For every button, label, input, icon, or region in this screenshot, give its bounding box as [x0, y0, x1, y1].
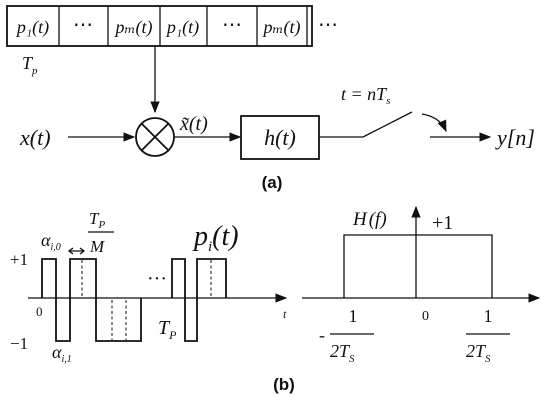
sequence-cell-5: ⋯	[222, 14, 242, 36]
output-label: y[n]	[495, 125, 535, 150]
frequency-origin-label: 0	[422, 309, 429, 324]
pulse-title: pi(t)	[192, 221, 239, 255]
chip-width-numerator: TP	[89, 209, 105, 231]
sampler-rotation-arrow	[421, 113, 447, 133]
sequence-cell-2: ⋯	[73, 14, 93, 36]
time-axis-label: t	[283, 307, 287, 321]
sampler-switch	[362, 111, 413, 138]
pulse-sequence-strip: p₁(t) ⋯ pₘ(t) p₁(t) ⋯ pₘ(t) ⋯	[6, 5, 338, 47]
input-label: x(t)	[19, 125, 51, 150]
left-cutoff-denominator: 2TS	[330, 341, 355, 365]
sequence-cell-3: pₘ(t)	[113, 17, 152, 38]
pulse-waveform	[41, 258, 227, 342]
left-cutoff-sign: -	[319, 325, 325, 345]
caption-b: (b)	[273, 375, 295, 394]
tp-label: Tp	[22, 53, 38, 77]
pulse-plot: t +1 −1 0 αi,0 αi,1 TP M ··· TP pi(t)	[10, 209, 288, 365]
filter-response-plot: H(f) +1 0 - 1 2TS 1 2TS	[302, 205, 541, 365]
plus-one-label: +1	[10, 250, 28, 269]
ideal-lowpass-response	[343, 234, 493, 298]
response-title: H(f)	[352, 209, 387, 230]
sequence-cell-1: p₁(t)	[15, 17, 49, 38]
period-label: TP	[158, 317, 177, 342]
right-cutoff-numerator: 1	[484, 306, 493, 326]
minus-one-label: −1	[10, 334, 28, 353]
caption-a: (a)	[262, 173, 283, 192]
right-cutoff-denominator: 2TS	[466, 341, 491, 365]
filter-label: h(t)	[264, 125, 296, 150]
chip-width-arrow	[67, 247, 86, 255]
gain-label: +1	[432, 212, 453, 234]
sequence-cell-4: p₁(t)	[165, 17, 199, 38]
alpha-i0-label: αi,0	[41, 230, 61, 253]
pulse-ellipsis: ···	[147, 268, 167, 290]
left-cutoff-numerator: 1	[349, 306, 358, 326]
chip-width-denominator: M	[89, 237, 105, 256]
sequence-cell-7: ⋯	[318, 14, 338, 36]
sampler-label: t = nTs	[341, 84, 390, 107]
alpha-i1-label: αi,1	[52, 342, 72, 365]
origin-label: 0	[36, 304, 43, 319]
sequence-cell-6: pₘ(t)	[261, 17, 300, 38]
multiplier-icon	[135, 117, 175, 157]
mixed-signal-label: x̃(t)	[179, 113, 208, 135]
